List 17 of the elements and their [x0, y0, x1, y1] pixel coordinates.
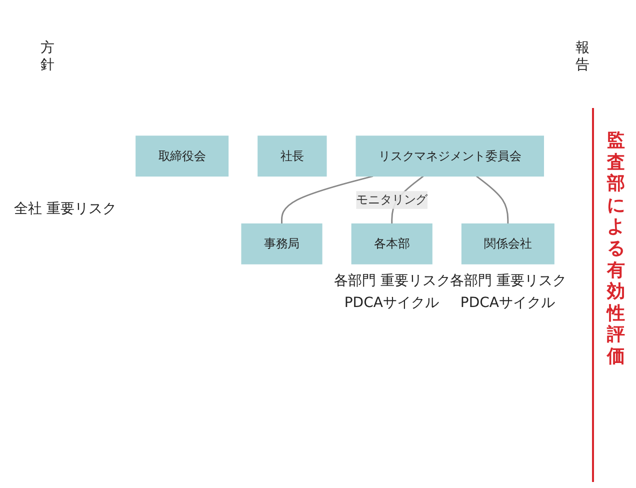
report-arrow-label: 報告 [575, 40, 590, 74]
audit-note: 監査部による有効性評価 [606, 130, 626, 368]
node-box: 取締役会 [136, 136, 229, 177]
risk-caption: 各部門 重要リスク [334, 272, 450, 290]
node-box: 各本部 [351, 223, 432, 264]
connector [281, 175, 374, 224]
cycle-label: 全社 重要リスク [14, 200, 116, 218]
cycle-caption: PDCAサイクル [344, 294, 439, 312]
node-box: リスクマネジメント委員会 [356, 136, 544, 177]
policy-arrow-label: 方針 [40, 40, 56, 74]
node-box: 社長 [258, 136, 327, 177]
cycle-caption: PDCAサイクル [460, 294, 555, 312]
connector [476, 176, 509, 224]
edge-label: モニタリング [356, 192, 428, 207]
node-box: 関係会社 [461, 223, 554, 264]
risk-caption: 各部門 重要リスク [450, 272, 566, 290]
node-box: 事務局 [241, 223, 322, 264]
